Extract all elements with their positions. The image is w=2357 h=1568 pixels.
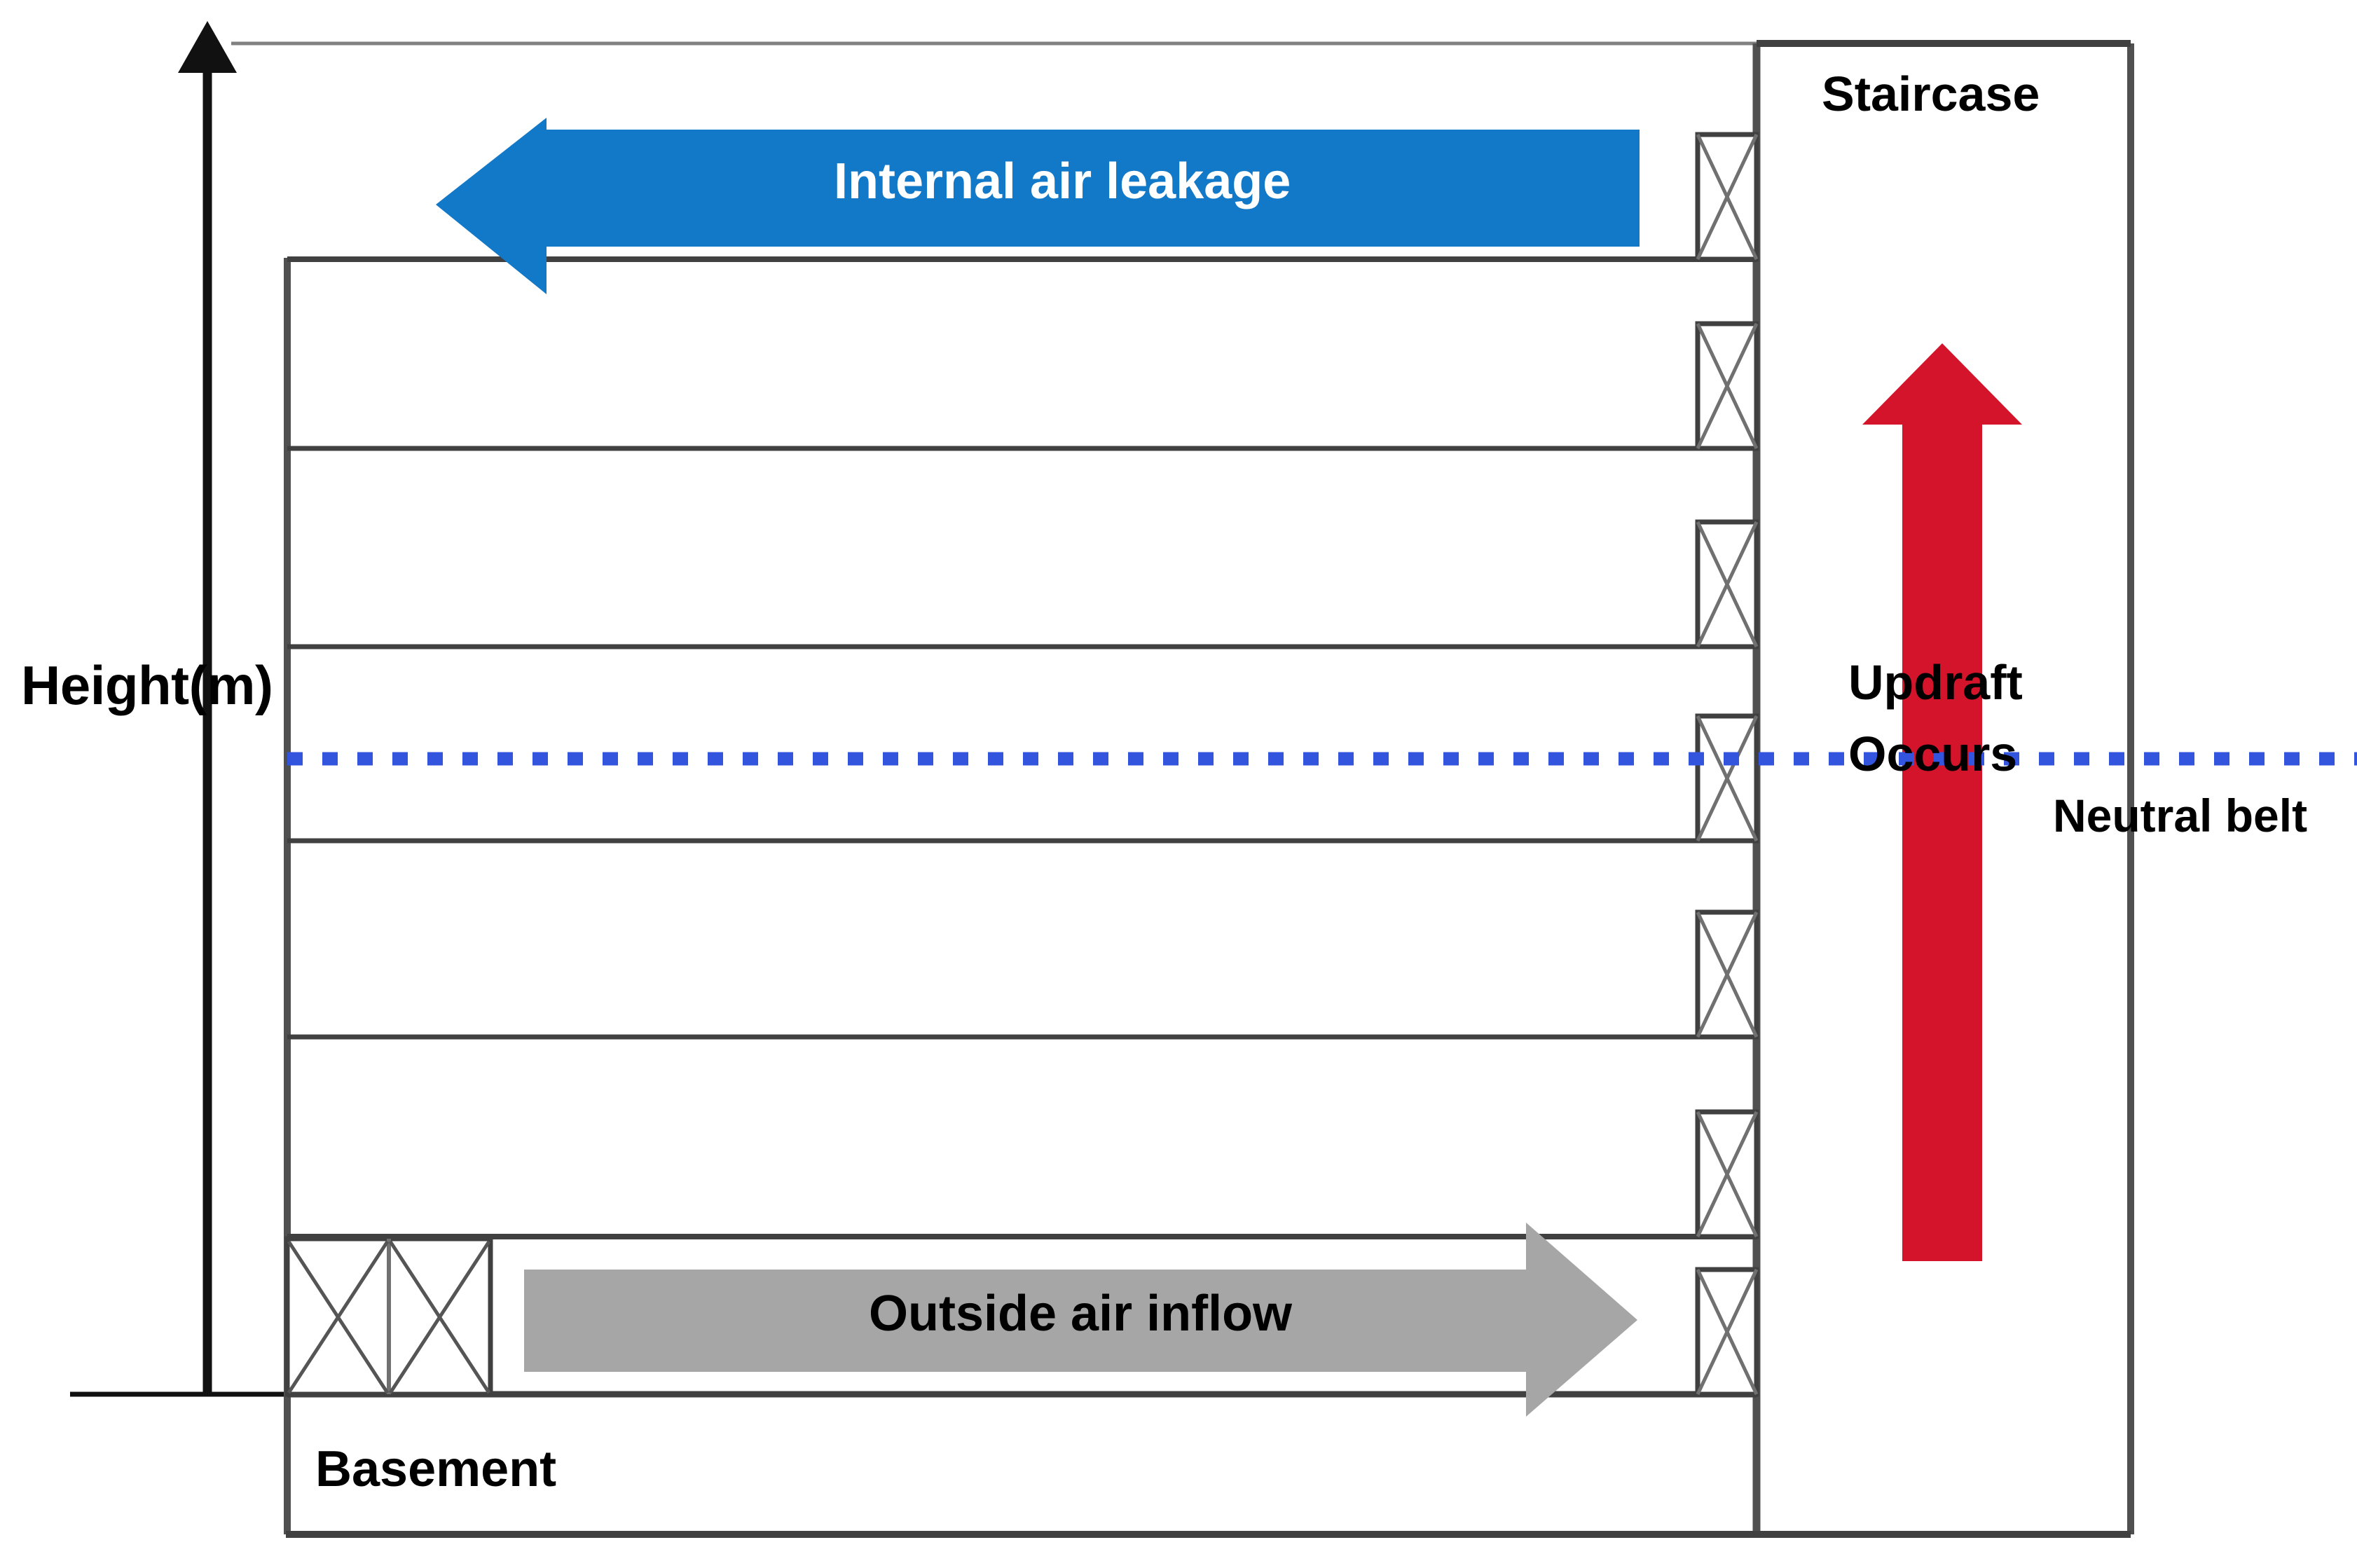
door-symbol-icon	[1695, 132, 1759, 262]
outside-air-inflow-arrow-icon	[524, 1223, 1637, 1417]
basement-door-symbols	[284, 1236, 493, 1397]
basement-label: Basement	[315, 1441, 557, 1497]
door-symbol-icon	[1695, 713, 1759, 844]
door-symbols-group	[1695, 132, 1759, 1397]
updraft-label-line1: Updraft	[1848, 655, 2023, 710]
door-symbol-icon	[1695, 1109, 1759, 1239]
door-symbol-icon	[1695, 519, 1759, 649]
internal-air-leakage-label: Internal air leakage	[834, 153, 1291, 209]
staircase-label: Staircase	[1822, 67, 2040, 121]
updraft-label-line2: Occurs	[1848, 727, 2018, 781]
door-symbol-icon	[1695, 909, 1759, 1040]
door-symbol-icon	[1695, 1267, 1759, 1397]
height-axis-arrow-icon	[70, 21, 301, 1397]
floor-lines-group	[287, 256, 1757, 1398]
outside-air-inflow-label: Outside air inflow	[869, 1286, 1293, 1342]
door-symbol-icon	[1695, 321, 1759, 451]
internal-air-leakage-arrow-icon	[436, 118, 1640, 294]
updraft-arrow-icon	[1862, 343, 2022, 1261]
height-axis-label: Height(m)	[21, 654, 273, 716]
neutral-belt-label: Neutral belt	[2053, 790, 2308, 841]
